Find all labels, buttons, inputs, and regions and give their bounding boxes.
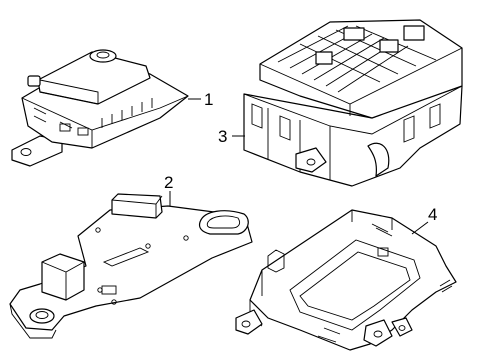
part-2-bracket [9, 193, 253, 339]
callout-4: 4 [428, 205, 437, 224]
callout-1: 1 [204, 90, 213, 109]
part-3-fuse-box [243, 19, 463, 187]
callout-2: 2 [164, 173, 173, 192]
part-4-tray [235, 209, 457, 351]
leader-line-4 [411, 221, 429, 235]
callout-3: 3 [218, 127, 227, 146]
part-1-module [11, 49, 189, 167]
